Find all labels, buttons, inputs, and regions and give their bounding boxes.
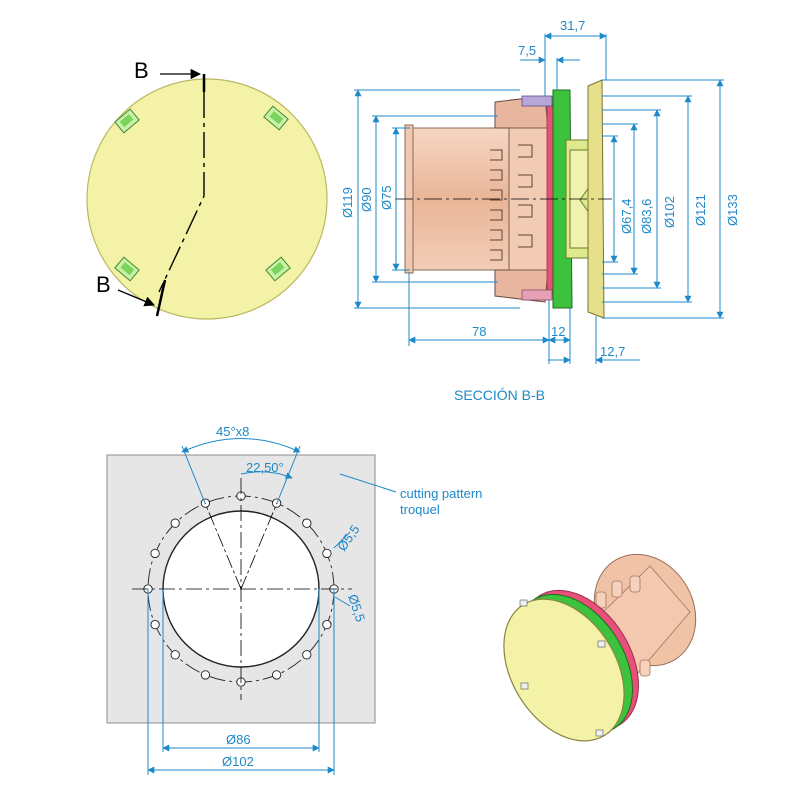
callout-line-1: cutting pattern — [400, 486, 482, 501]
dim-d75: Ø75 — [379, 185, 394, 210]
dim-lines-pattern-bottom — [147, 589, 335, 775]
dim-31-7: 31,7 — [560, 18, 585, 33]
mounting-hole — [271, 670, 282, 680]
clip-tab-bottom-left — [114, 256, 140, 282]
section-line — [158, 92, 205, 293]
angle-ext-1 — [181, 445, 206, 504]
mounting-hole — [302, 518, 312, 528]
dim-7-5: 7,5 — [518, 43, 536, 58]
clip-tab-top-right — [263, 105, 289, 131]
dim-lines-right — [602, 79, 724, 319]
dim-78: 78 — [472, 324, 486, 339]
mounting-hole — [170, 518, 180, 528]
bolt-bottom — [521, 289, 553, 301]
dim-lines-top — [520, 32, 607, 96]
mounting-holes — [143, 491, 339, 687]
callout-line-2: troquel — [400, 502, 440, 517]
dim-d133: Ø133 — [725, 194, 740, 226]
leader-hole-1 — [333, 531, 351, 549]
dim-d102: Ø102 — [662, 196, 677, 228]
mounting-hole — [322, 619, 332, 630]
dim-12-7: 12,7 — [600, 344, 625, 359]
dim-d121: Ø121 — [693, 194, 708, 226]
front-view: B B — [86, 58, 328, 320]
cover-disc — [86, 78, 328, 320]
dim-45x8: 45°x8 — [216, 424, 249, 439]
section-title: SECCIÓN B-B — [454, 387, 545, 403]
leader-hole-2 — [334, 596, 351, 607]
section-marker-bottom: B — [96, 272, 111, 297]
section-line-bottom — [155, 279, 167, 317]
bolt-top — [521, 95, 553, 107]
section-marker-top: B — [134, 58, 149, 83]
mounting-hole — [200, 670, 211, 680]
clip-tab-top-left — [114, 108, 140, 134]
mounting-hole — [150, 619, 160, 630]
dim-22-50: 22,50° — [246, 460, 284, 475]
dim-12: 12 — [551, 324, 565, 339]
angle-arc-45 — [181, 438, 301, 453]
clip-tab-bottom-right — [265, 256, 291, 282]
mounting-hole — [150, 548, 160, 559]
dim-d67-4: Ø67,4 — [619, 199, 634, 234]
mounting-hole — [322, 548, 332, 559]
section-arrow-bottom — [117, 289, 155, 307]
iso-view — [503, 553, 697, 742]
dim-d102-pattern: Ø102 — [222, 754, 254, 769]
thread-notches — [490, 144, 533, 261]
dim-d86: Ø86 — [226, 732, 251, 747]
callout-leader — [339, 473, 397, 493]
dim-d83-6: Ø83,6 — [639, 199, 654, 234]
iso-clips — [519, 599, 606, 737]
dim-d90: Ø90 — [359, 187, 374, 212]
cutting-pattern-view: 45°x8 22,50° Ø5,5 Ø5,5 Ø86 Ø102 cutting … — [106, 424, 482, 775]
mounting-hole — [302, 650, 312, 660]
angle-ray-1 — [204, 502, 242, 590]
mounting-hole — [170, 650, 180, 660]
section-view: Ø119 Ø90 Ø75 Ø67,4 Ø83,6 Ø102 Ø121 Ø133 — [340, 18, 740, 403]
dim-lines-bottom — [408, 272, 640, 364]
dim-lines-left — [354, 89, 520, 309]
angle-arc-22 — [240, 471, 293, 479]
dim-d119: Ø119 — [340, 187, 355, 218]
angle-ray-2 — [240, 502, 278, 590]
